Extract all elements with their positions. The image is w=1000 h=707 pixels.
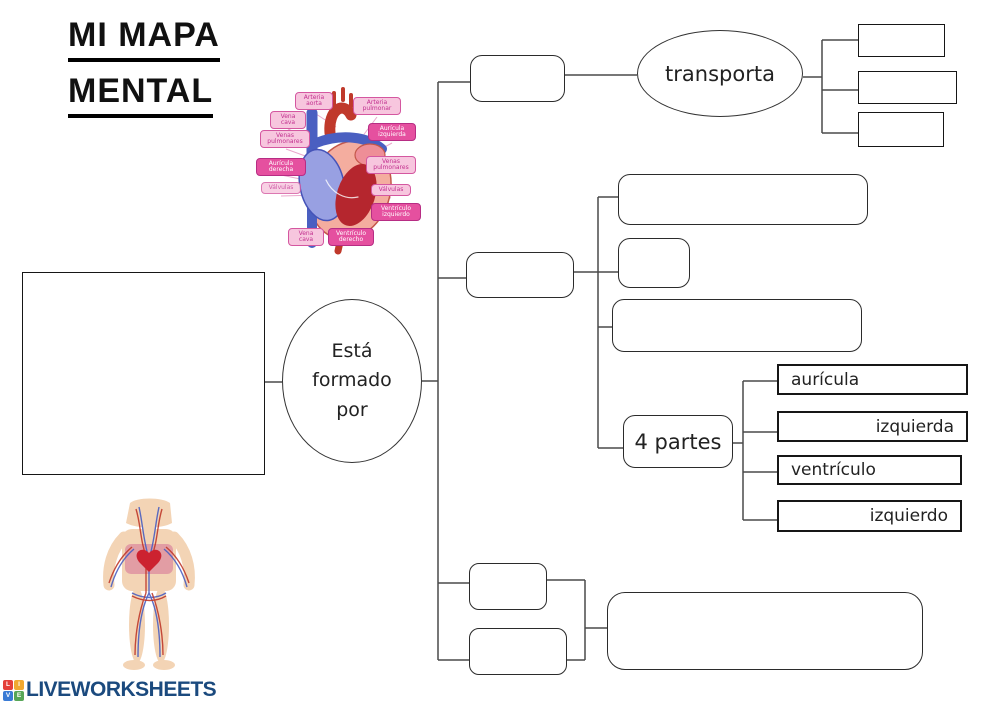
answer-box-mid-2[interactable] bbox=[618, 238, 690, 288]
formado-line2: formado bbox=[312, 369, 392, 392]
heart-label-vena-cava-inf: Vena cava bbox=[288, 228, 324, 246]
answer-box-mid-1[interactable] bbox=[618, 174, 868, 225]
heart-label-auricula-derecha: Aurícula derecha bbox=[256, 158, 306, 176]
page-title: MI MAPA MENTAL bbox=[68, 16, 220, 128]
heart-label-ventriculo-derecho: Ventrículo derecho bbox=[328, 228, 374, 246]
part-box-izquierdo[interactable]: izquierdo bbox=[777, 500, 962, 532]
answer-box-transporta-2[interactable] bbox=[858, 71, 957, 104]
logo-text: LIVEWORKSHEETS bbox=[26, 678, 217, 701]
answer-box-mid-3[interactable] bbox=[612, 299, 862, 352]
heart-label-arteria-pulmonar: Arteria pulmonar bbox=[353, 97, 401, 115]
heart-label-ventriculo-izquierdo: Ventrículo izquierdo bbox=[371, 203, 421, 221]
transporta-label: transporta bbox=[665, 61, 775, 86]
ellipse-transporta: transporta bbox=[637, 30, 803, 117]
answer-box-bottom-2[interactable] bbox=[469, 628, 567, 675]
logo-square-l: L bbox=[3, 679, 13, 690]
heart-label-arteria-aorta: Arteria aorta bbox=[295, 92, 333, 110]
page-title-line2: MENTAL bbox=[68, 72, 214, 118]
node-4-partes: 4 partes bbox=[623, 415, 733, 468]
answer-box-bottom-wide[interactable] bbox=[607, 592, 923, 670]
page-title-line1: MI MAPA bbox=[68, 16, 220, 62]
logo-square-e: E bbox=[14, 690, 24, 701]
formado-line3: por bbox=[336, 398, 368, 421]
part-label-ventriculo: ventrículo bbox=[791, 460, 876, 480]
heart-label-valvulas-der: Válvulas bbox=[371, 184, 411, 196]
part-box-ventriculo[interactable]: ventrículo bbox=[777, 455, 962, 485]
part-label-auricula: aurícula bbox=[791, 369, 860, 390]
liveworksheets-icon: L I V E bbox=[3, 679, 24, 701]
part-box-auricula[interactable]: aurícula bbox=[777, 364, 968, 395]
answer-box-mid-node[interactable] bbox=[466, 252, 574, 298]
part-label-izquierda: izquierda bbox=[875, 416, 954, 437]
heart-label-venas-pulmonares-izq: Venas pulmonares bbox=[260, 130, 310, 148]
4-partes-label: 4 partes bbox=[634, 429, 722, 454]
heart-label-vena-cava-sup: Vena cava bbox=[270, 111, 306, 129]
heart-anatomy-figure: Arteria aorta Arteria pulmonar Vena cava… bbox=[250, 85, 436, 257]
answer-box-bottom-1[interactable] bbox=[469, 563, 547, 610]
heart-label-valvulas-izq: Válvulas bbox=[261, 182, 301, 194]
liveworksheets-logo[interactable]: L I V E LIVEWORKSHEETS bbox=[3, 678, 217, 702]
part-box-izquierda[interactable]: izquierda bbox=[777, 411, 968, 442]
heart-label-auricula-izquierda: Aurícula izquierda bbox=[368, 123, 416, 141]
ellipse-esta-formado-por: Está formado por bbox=[282, 299, 422, 463]
logo-square-v: V bbox=[3, 690, 13, 701]
answer-box-transporta-3[interactable] bbox=[858, 112, 944, 147]
answer-box-transporta-1[interactable] bbox=[858, 24, 945, 57]
heart-label-venas-pulmonares-der: Venas pulmonares bbox=[366, 156, 416, 174]
body-circulation-figure bbox=[92, 497, 207, 675]
answer-box-top-node[interactable] bbox=[470, 55, 565, 102]
logo-square-i: I bbox=[14, 679, 24, 690]
formado-line1: Está bbox=[331, 339, 373, 362]
part-label-izquierdo: izquierdo bbox=[869, 506, 948, 526]
root-answer-box[interactable] bbox=[22, 272, 265, 475]
body-illustration bbox=[103, 498, 195, 670]
